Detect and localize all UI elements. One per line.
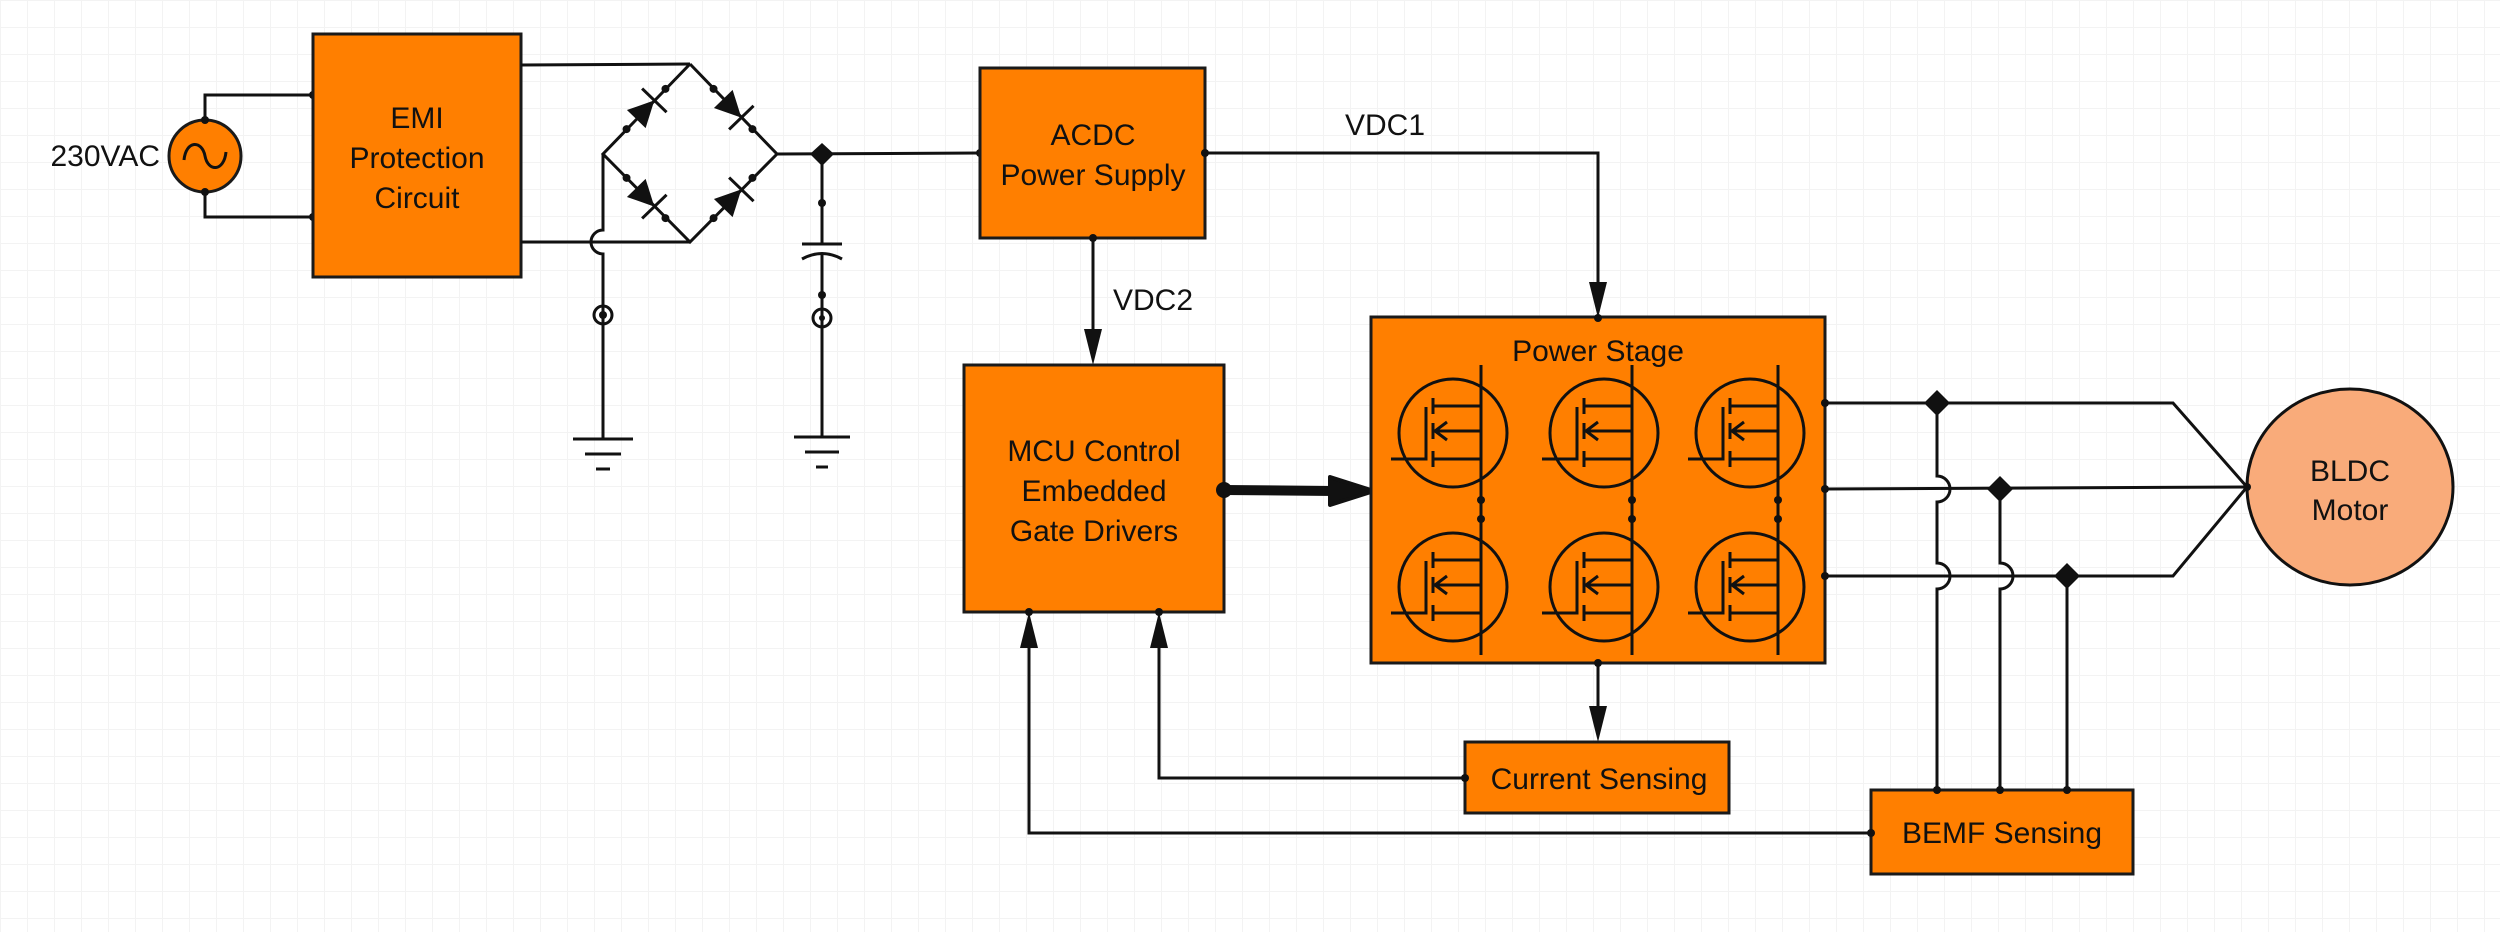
current-feedback-arrowhead-icon [1150,612,1168,648]
source-wire-bottom [203,192,313,219]
mcu-label-line-2: Embedded [1021,475,1166,508]
bemf-sensing-block[interactable]: BEMF Sensing [1869,788,2135,876]
acdc-label-line-1: ACDC [1050,119,1135,152]
power-stage-vdc1-node [1594,314,1602,322]
current-sensing-label: Current Sensing [1491,763,1708,796]
phase-node-dot [1774,496,1782,504]
emi-protection-block[interactable]: EMI Protection Circuit [311,32,523,279]
current-feedback-wire [1157,648,1465,780]
phase-node-dot [1628,496,1636,504]
bldc-motor[interactable]: BLDC Motor [2243,387,2455,587]
mosfet-icon [1688,531,1806,643]
motor-label-line-1: BLDC [2310,455,2390,488]
emi-label-line-3: Circuit [374,182,460,215]
emi-to-bridge-wire-top [520,62,691,67]
vdc1-arrowhead-icon [1589,282,1607,318]
mcu-bemf-input-node [1025,608,1033,616]
mosfet-array [1391,365,1806,655]
mcu-label-line-3: Gate Drivers [1010,515,1178,548]
bridge-to-acdc-wire [776,151,981,156]
phase-node-dot [1477,515,1485,523]
mosfet-icon [1391,531,1509,643]
emi-label-line-2: Protection [349,142,484,175]
vdc1-wire [1205,151,1600,282]
mosfet-icon [1391,377,1509,489]
source-label: 230VAC [50,140,160,173]
ground-icon [794,435,850,469]
power-stage-label: Power Stage [1512,335,1684,368]
gate-drive-arrow [1216,475,1376,507]
phase-node-dot [1477,496,1485,504]
source-wire-top [203,93,313,120]
bridge-negative-wire [589,154,605,439]
acdc-label-line-2: Power Supply [1000,159,1185,192]
phase-node-dot [1774,515,1782,523]
ground-icon [573,437,633,471]
diode-bridge-icon [600,62,780,245]
test-point-dot [599,311,607,319]
vdc2-label: VDC2 [1113,284,1193,317]
acdc-power-supply-block[interactable]: ACDC Power Supply [978,66,1207,240]
sine-wave-icon [182,143,228,169]
mosfet-icon [1542,377,1660,489]
vdc2-arrowhead-icon [1084,329,1102,365]
vdc1-label: VDC1 [1345,109,1425,142]
mosfet-icon [1542,531,1660,643]
mcu-current-input-node [1155,608,1163,616]
current-sensing-block[interactable]: Current Sensing [1463,740,1731,815]
mosfet-icon [1688,377,1806,489]
bemf-feedback-arrowhead-icon [1020,612,1038,648]
bemf-sensing-label: BEMF Sensing [1902,817,2102,850]
power-stage-block[interactable]: Power Stage [1369,315,1827,665]
emi-label-line-1: EMI [390,102,443,135]
motor-label-line-2: Motor [2312,494,2389,527]
phase-node-dot [1628,515,1636,523]
bemf-feedback-wire [1027,648,1871,835]
ac-source: 230VAC [50,91,317,221]
test-point-icon [592,304,614,326]
phase-wires [1821,390,2249,794]
current-sense-arrowhead-icon [1589,706,1607,742]
mcu-label-line-1: MCU Control [1007,435,1180,468]
capacitor-icon [801,154,843,437]
mcu-control-block[interactable]: MCU Control Embedded Gate Drivers [962,363,1226,614]
